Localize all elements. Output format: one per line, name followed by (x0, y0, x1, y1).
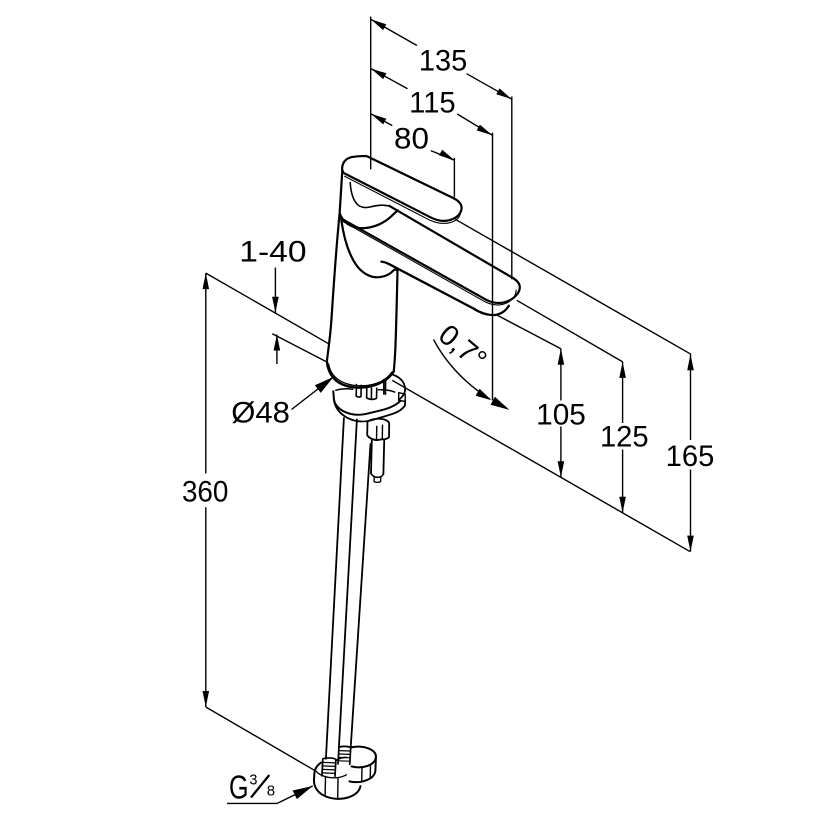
svg-text:115: 115 (409, 86, 456, 119)
svg-text:165: 165 (666, 440, 715, 473)
svg-text:8: 8 (267, 783, 275, 800)
svg-text:1-40: 1-40 (239, 236, 306, 269)
svg-text:80: 80 (394, 122, 429, 155)
svg-text:Ø48: Ø48 (231, 396, 290, 429)
svg-text:3: 3 (249, 773, 257, 789)
svg-text:135: 135 (419, 44, 467, 77)
svg-text:125: 125 (600, 420, 649, 453)
svg-text:G: G (229, 768, 249, 805)
svg-text:105: 105 (536, 399, 586, 432)
svg-text:360: 360 (182, 476, 229, 509)
